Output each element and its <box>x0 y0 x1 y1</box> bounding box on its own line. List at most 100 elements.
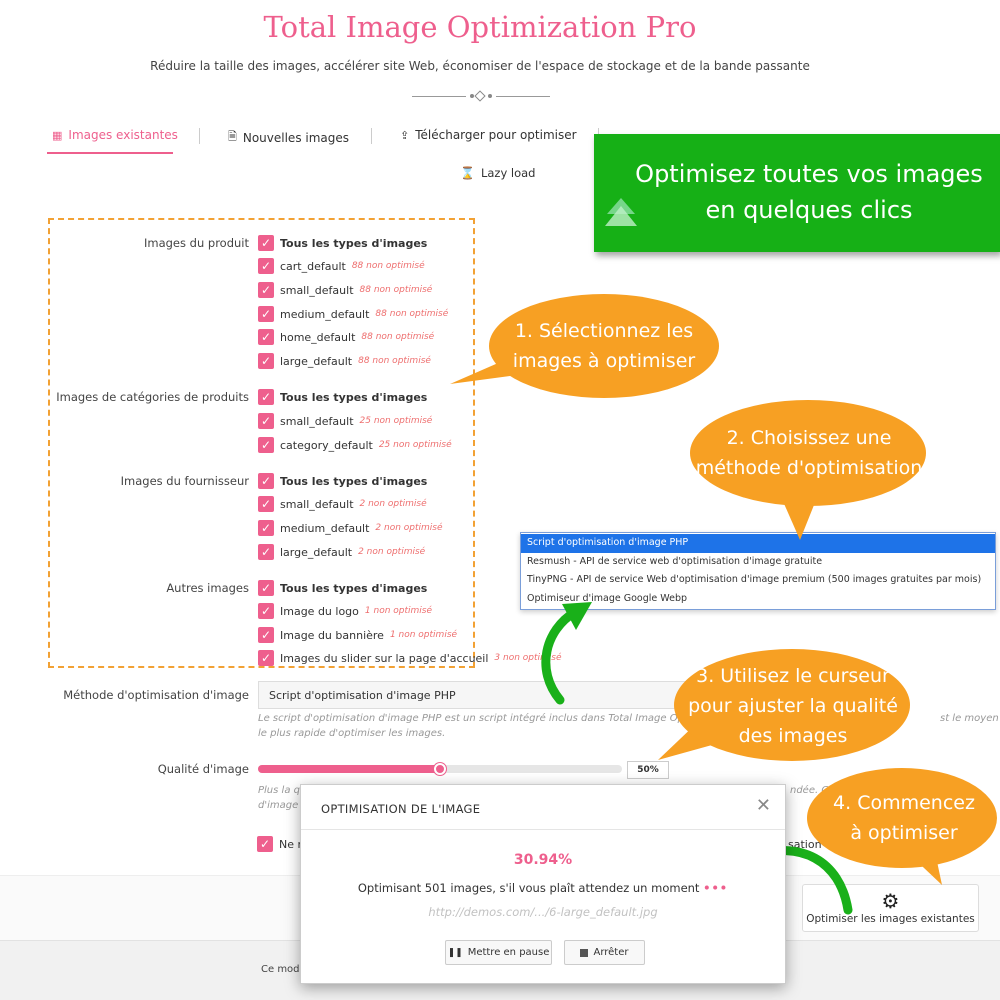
checkbox-row[interactable]: ✓ Tous les types d'images <box>258 234 427 252</box>
checkbox[interactable]: ✓ <box>258 437 274 453</box>
tab-label: Lazy load <box>480 166 536 180</box>
checkbox[interactable]: ✓ <box>258 627 274 643</box>
tab-existing-images[interactable]: ▦ Images existantes <box>52 128 178 142</box>
method-help-line: le plus rapide d'optimiser les images. <box>258 728 446 739</box>
checkbox[interactable]: ✓ <box>258 329 274 345</box>
checkbox[interactable]: ✓ <box>258 544 274 560</box>
loading-dots-icon: ••• <box>703 881 729 895</box>
stop-button-label: Arrêter <box>593 947 629 958</box>
quality-slider-handle[interactable] <box>434 763 446 775</box>
stop-icon <box>580 948 589 957</box>
not-optimized-count: 3 non optimisé <box>494 653 562 663</box>
method-dropdown-list: Script d'optimisation d'image PHP Resmus… <box>520 532 996 610</box>
method-help: Le script d'optimisation d'image PHP est… <box>258 711 698 741</box>
stop-button[interactable]: Arrêter <box>564 940 645 965</box>
checkbox[interactable]: ✓ <box>258 235 274 251</box>
checkbox-label: Tous les types d'images <box>280 390 428 404</box>
pause-button-label: Mettre en pause <box>467 947 550 958</box>
checkbox-label: home_default <box>280 330 356 344</box>
checkbox-label: Tous les types d'images <box>280 236 428 250</box>
gears-icon: ⚙ <box>881 889 900 913</box>
checkbox-row[interactable]: ✓ category_default 25 non optimisé <box>258 436 452 454</box>
checkbox[interactable]: ✓ <box>258 389 274 405</box>
callout-line: pour ajuster la qualité <box>688 695 898 717</box>
checkbox[interactable]: ✓ <box>258 496 274 512</box>
tab-upload-to-optimize[interactable]: ⇪ Télécharger pour optimiser <box>400 128 577 142</box>
checkbox-label: category_default <box>280 438 373 452</box>
checkbox-label: Images du slider sur la page d'accueil <box>280 651 489 665</box>
not-optimized-count: 1 non optimisé <box>389 630 458 640</box>
dropdown-option[interactable]: Script d'optimisation d'image PHP <box>521 534 995 553</box>
tree-icon <box>605 198 637 226</box>
quality-help-line: Plus la qu <box>258 785 307 796</box>
checkbox[interactable]: ✓ <box>258 580 274 596</box>
checkbox-label: medium_default <box>280 521 370 535</box>
checkbox[interactable]: ✓ <box>258 306 274 322</box>
not-optimized-count: 88 non optimisé <box>375 309 449 319</box>
checkbox[interactable]: ✓ <box>258 353 274 369</box>
checkbox[interactable]: ✓ <box>258 650 274 666</box>
method-label: Méthode d'optimisation d'image <box>63 688 249 702</box>
checkbox[interactable]: ✓ <box>258 258 274 274</box>
modal-header: OPTIMISATION DE L'IMAGE ✕ <box>301 785 785 830</box>
checkbox-row[interactable]: ✓ medium_default 88 non optimisé <box>258 305 448 323</box>
checkbox-label: small_default <box>280 283 354 297</box>
checkbox-row[interactable]: ✓ Tous les types d'images <box>258 472 427 490</box>
not-optimized-count: 2 non optimisé <box>359 499 427 509</box>
checkbox-label: Tous les types d'images <box>280 474 428 488</box>
method-help-line: Le script d'optimisation d'image PHP est… <box>258 713 684 724</box>
pause-button[interactable]: ❚❚ Mettre en pause <box>445 940 552 965</box>
group-label-other: Autres images <box>166 581 249 595</box>
close-icon[interactable]: ✕ <box>755 795 771 816</box>
optimize-button-label: Optimiser les images existantes <box>806 913 975 925</box>
dropdown-option[interactable]: TinyPNG - API de service Web d'optimisat… <box>527 574 982 585</box>
optimize-existing-images-button[interactable]: ⚙ Optimiser les images existantes <box>802 884 979 932</box>
checkbox-label: medium_default <box>280 307 370 321</box>
callout-line: à optimiser <box>850 822 958 844</box>
callout-4-text: 4. Commencez à optimiser <box>814 788 994 848</box>
checkbox[interactable]: ✓ <box>258 603 274 619</box>
checkbox[interactable]: ✓ <box>258 413 274 429</box>
callout-2-bubble <box>690 400 926 506</box>
callout-line: méthode d'optimisation <box>695 457 923 479</box>
checkbox[interactable]: ✓ <box>257 836 273 852</box>
checkbox[interactable]: ✓ <box>258 282 274 298</box>
checkbox[interactable]: ✓ <box>258 473 274 489</box>
checkbox[interactable]: ✓ <box>258 520 274 536</box>
checkbox-label: cart_default <box>280 259 346 273</box>
not-optimized-count: 88 non optimisé <box>361 332 435 342</box>
method-select[interactable]: Script d'optimisation d'image PHP <box>258 681 698 709</box>
callout-3-bubble <box>674 649 910 761</box>
checkbox-row[interactable]: ✓ home_default 88 non optimisé <box>258 328 434 346</box>
not-optimized-count: 2 non optimisé <box>375 523 443 533</box>
tab-lazy-load[interactable]: ⌛ Lazy load <box>460 166 535 180</box>
checkbox-label: small_default <box>280 497 354 511</box>
checkbox-row[interactable]: ✓ Images du slider sur la page d'accueil 3… <box>258 649 562 667</box>
promo-banner-text: Optimisez toutes vos images en quelques … <box>624 156 994 228</box>
checkbox-label: small_default <box>280 414 354 428</box>
callout-line: 3. Utilisez le curseur <box>696 665 890 687</box>
checkbox-label: Tous les types d'images <box>280 581 428 595</box>
not-optimized-count: 25 non optimisé <box>378 440 452 450</box>
spinner-icon: ⌛ <box>460 166 475 180</box>
dropdown-option[interactable]: Resmush - API de service web d'optimisat… <box>527 556 823 567</box>
tab-new-images[interactable]: 🗎 Nouvelles images <box>228 128 349 147</box>
checkbox-row[interactable]: ✓ Tous les types d'images <box>258 388 427 406</box>
checkbox-row[interactable]: ✓ small_default 2 non optimisé <box>258 495 427 513</box>
callout-4-bubble <box>807 768 997 868</box>
tab-separator <box>371 128 372 144</box>
callout-1-bubble <box>489 294 719 398</box>
checkbox-row[interactable]: ✓ medium_default 2 non optimisé <box>258 519 443 537</box>
quality-help-line: d'image j <box>258 800 305 811</box>
not-optimized-count: 2 non optimisé <box>358 547 426 557</box>
checkbox-row[interactable]: ✓ Tous les types d'images <box>258 579 427 597</box>
quality-slider[interactable] <box>258 763 622 775</box>
dropdown-option[interactable]: Optimiseur d'image Google Webp <box>527 593 688 604</box>
